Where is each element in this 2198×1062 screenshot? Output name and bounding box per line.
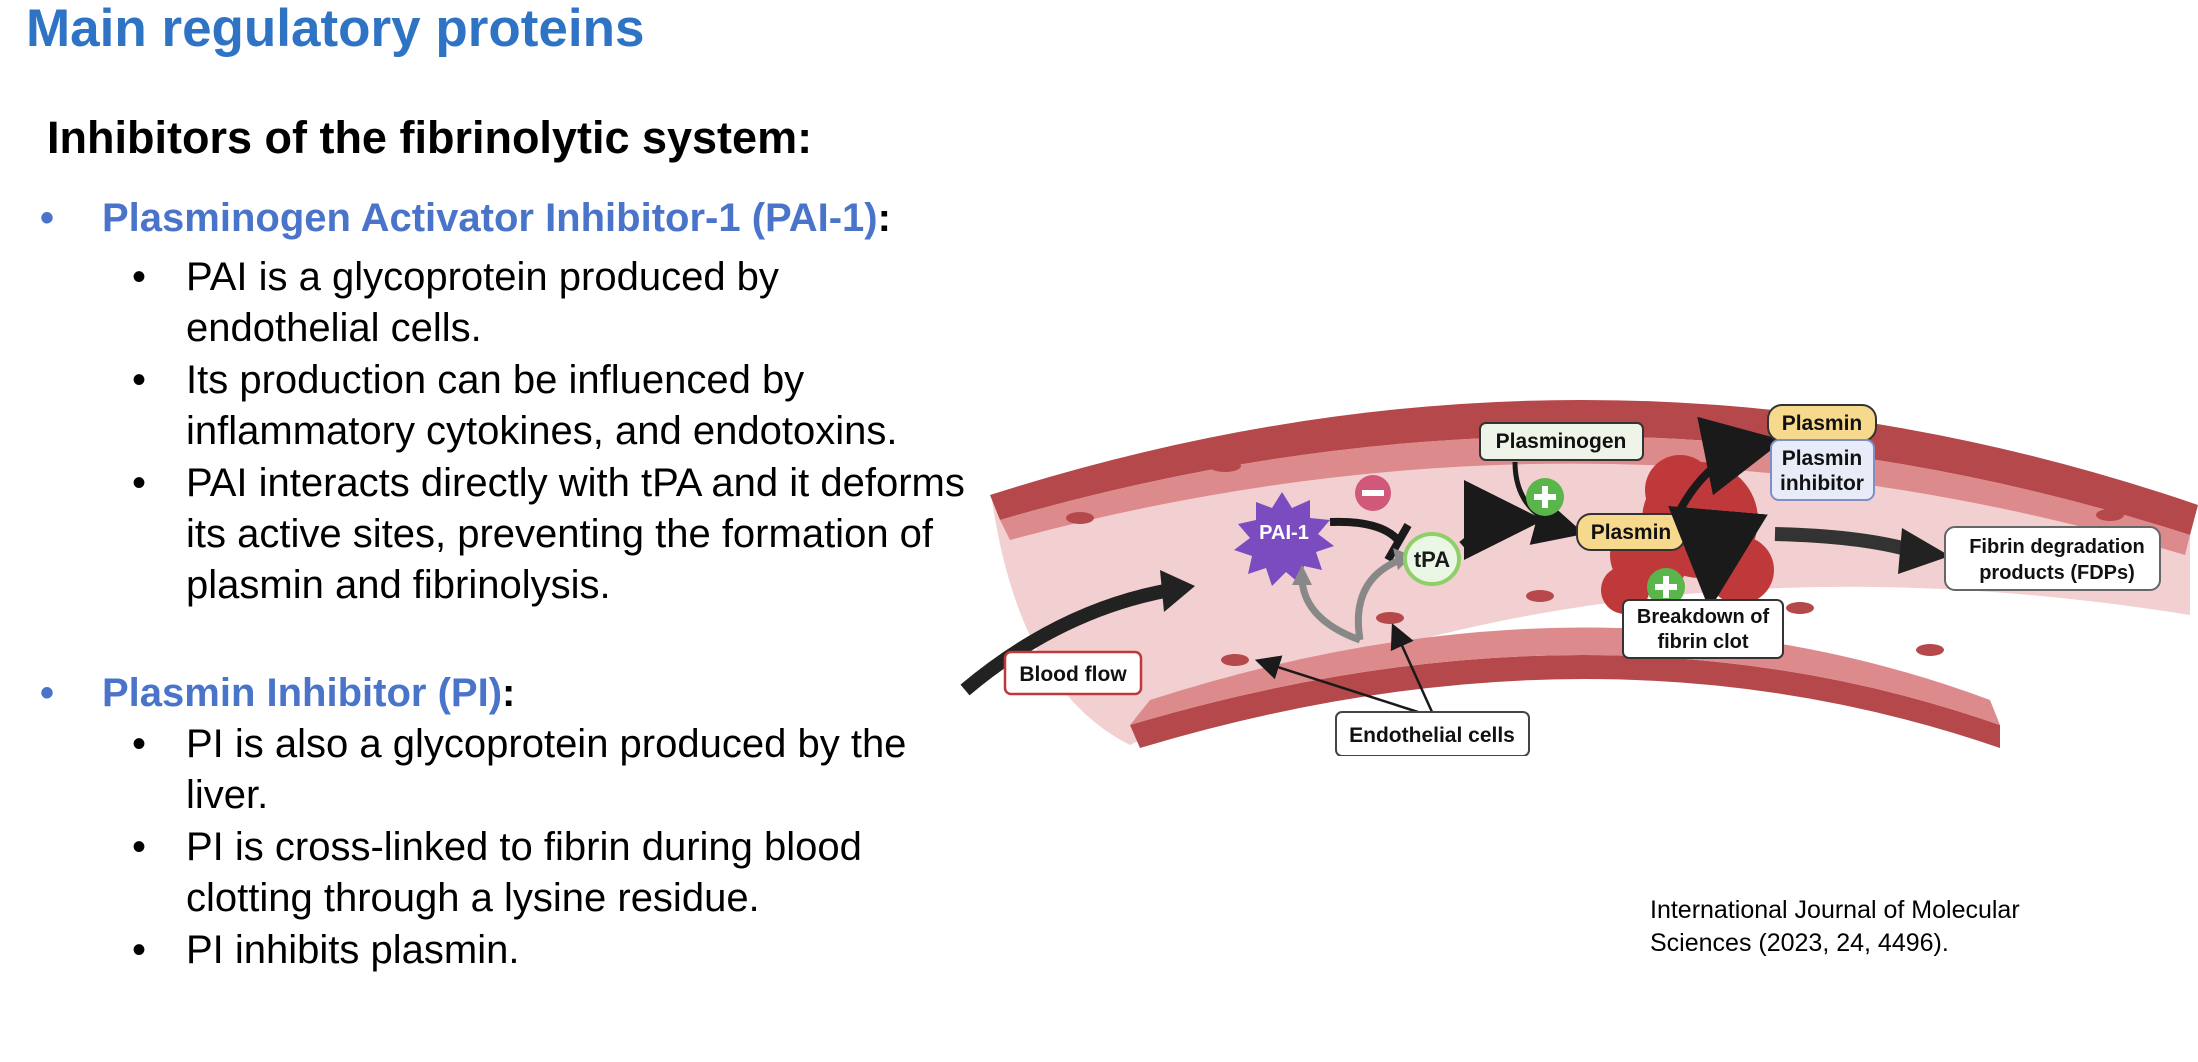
list-item-text: PI inhibits plasmin.: [186, 928, 520, 972]
cell-nucleus: [1221, 654, 1249, 666]
protein-name: Plasmin Inhibitor (PI): [102, 671, 503, 715]
cell-nucleus: [1916, 644, 1944, 656]
breakdown-label-1: Breakdown of: [1637, 606, 1770, 628]
flow-arrowhead: [1160, 570, 1195, 612]
fibrinolysis-diagram: PAI-1 tPA Plasminogen Plasmin Plasmin Pl…: [960, 399, 2198, 756]
inhibition-line: [1329, 517, 1401, 543]
list-item: • PI inhibits plasmin.: [40, 925, 980, 976]
list-item: • PAI is a glycoprotein produced by endo…: [40, 252, 980, 354]
cell-nucleus: [1664, 404, 1696, 416]
tpa-node: [1403, 532, 1461, 586]
plasmin-inhibitor-box: [1770, 439, 1875, 501]
cell-nucleus: [1209, 460, 1241, 472]
section-pi: • Plasmin Inhibitor (PI): • PI is also a…: [40, 665, 980, 976]
fdp-box: [1944, 526, 2161, 591]
fdp-label-2: products (FDPs): [1979, 562, 2135, 584]
plasmin-label: Plasmin: [1591, 521, 1672, 544]
cell-nucleus: [1376, 612, 1404, 624]
endothelial-box: [1335, 711, 1530, 756]
section-subtitle: Inhibitors of the fibrinolytic system:: [47, 112, 813, 163]
heading-colon: :: [877, 196, 891, 240]
flow-arrow: [960, 583, 1172, 696]
bullet-icon: •: [132, 825, 147, 869]
list-item-text: PAI interacts directly with tPA and it d…: [186, 461, 965, 607]
list-item-text: PI is cross-linked to fibrin during bloo…: [186, 825, 862, 920]
vessel-wall-upper: [990, 399, 2198, 535]
section-heading: • Plasmin Inhibitor (PI):: [40, 665, 980, 721]
section-heading: • Plasminogen Activator Inhibitor-1 (PAI…: [40, 190, 980, 246]
plasmin-inhibitor-label-1: Plasmin: [1782, 447, 1863, 470]
list-item: • PI is cross-linked to fibrin during bl…: [40, 822, 980, 924]
heading-colon: :: [502, 671, 516, 715]
list-item-text: Its production can be influenced by infl…: [186, 358, 898, 453]
flow-arrowhead: [1898, 528, 1950, 574]
cell-nucleus: [1526, 590, 1554, 602]
cell-nucleus: [1066, 512, 1094, 524]
cell-nucleus: [1786, 602, 1814, 614]
plasminogen-label: Plasminogen: [1496, 430, 1627, 453]
tpa-label: tPA: [1414, 547, 1450, 572]
bullet-icon: •: [132, 255, 147, 299]
pai1-label: PAI-1: [1259, 522, 1309, 544]
breakdown-box: [1622, 599, 1784, 659]
list-item: • PAI interacts directly with tPA and it…: [40, 458, 980, 611]
list-item: • Its production can be influenced by in…: [40, 355, 980, 457]
plasmin-inhibitor-label-2: inhibitor: [1780, 472, 1864, 495]
cell-nucleus: [1509, 408, 1541, 420]
list-item-text: PI is also a glycoprotein produced by th…: [186, 722, 907, 817]
plasmin-complex-label: Plasmin: [1782, 412, 1863, 435]
flow-arrow: [1774, 527, 1912, 557]
section-pai1: • Plasminogen Activator Inhibitor-1 (PAI…: [40, 190, 980, 611]
breakdown-label-2: fibrin clot: [1657, 631, 1748, 653]
bullet-icon: •: [132, 358, 147, 402]
bullet-icon: •: [40, 196, 55, 240]
list-item: • PI is also a glycoprotein produced by …: [40, 719, 980, 821]
fdp-label-1: Fibrin degradation: [1969, 536, 2145, 558]
page-title: Main regulatory proteins: [26, 0, 645, 58]
list-item-text: PAI is a glycoprotein produced by endoth…: [186, 255, 779, 350]
bullet-icon: •: [40, 671, 55, 715]
citation-line: Sciences (2023, 24, 4496).: [1650, 929, 1949, 957]
plasminogen-box: [1479, 422, 1644, 461]
endothelium-upper: [1000, 436, 2190, 555]
bullet-icon: •: [132, 722, 147, 766]
vessel-wall-lower: [1130, 655, 2000, 748]
bullet-icon: •: [132, 461, 147, 505]
protein-name: Plasminogen Activator Inhibitor-1 (PAI-1…: [102, 196, 878, 240]
endothelial-label: Endothelial cells: [1349, 724, 1515, 747]
citation: International Journal of Molecular Scien…: [1650, 894, 2070, 960]
blood-flow-label: Blood flow: [1019, 663, 1127, 686]
citation-line: International Journal of Molecular: [1650, 896, 2020, 924]
cell-nucleus: [1359, 426, 1391, 438]
cell-nucleus: [2096, 509, 2124, 521]
cell-nucleus: [1959, 464, 1991, 476]
bullet-icon: •: [132, 928, 147, 972]
blood-flow-box: [1003, 650, 1143, 696]
pai1-starburst: [1234, 492, 1334, 586]
